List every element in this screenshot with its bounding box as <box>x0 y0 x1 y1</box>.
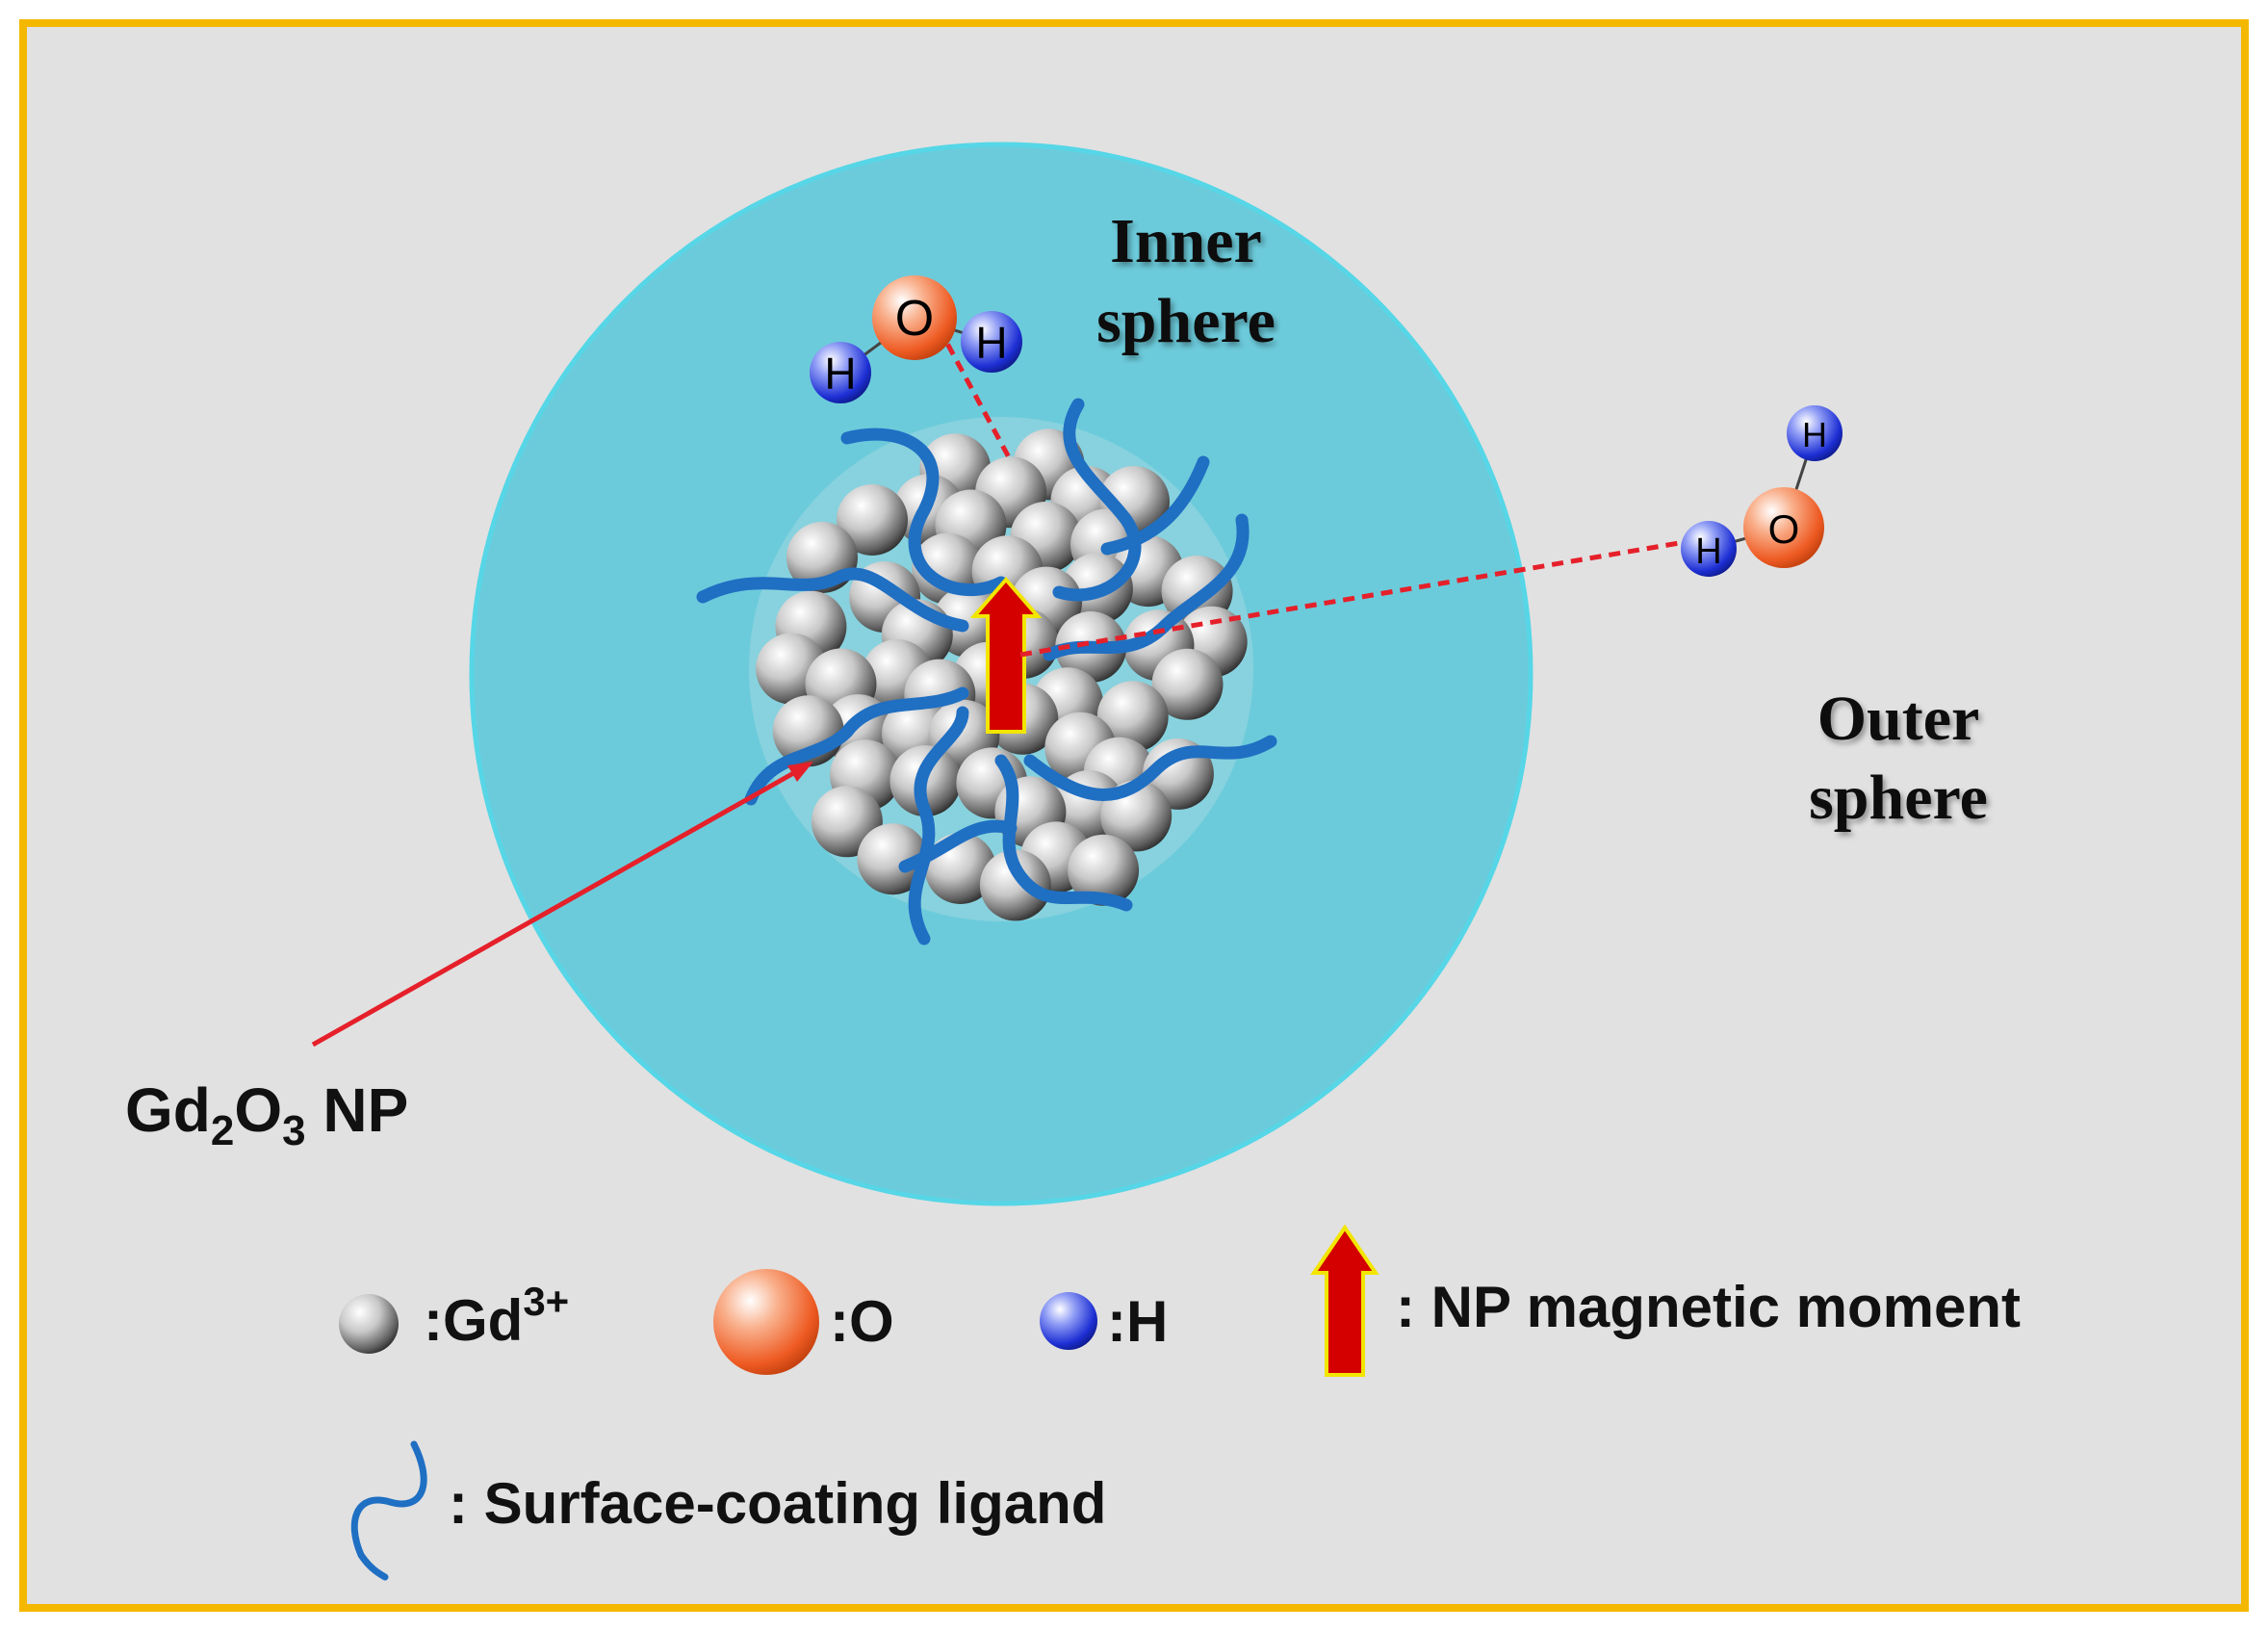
gd-atom <box>857 823 929 895</box>
surface-coating-ligands <box>696 398 1277 945</box>
outer-sphere-bond-line <box>1019 534 1714 658</box>
svg-text:sphere: sphere <box>1096 286 1276 356</box>
oxygen-symbol: O <box>895 291 934 347</box>
oxygen-atom <box>872 275 957 360</box>
legend-gd-label: :Gd3+ <box>424 1279 569 1353</box>
hydrogen-symbol: H <box>824 349 856 399</box>
nanoparticle-pointer-head <box>787 762 813 782</box>
np-magnetic-moment-arrow <box>969 576 1043 734</box>
hydrogen-atom <box>1681 521 1737 577</box>
legend-ligand-label: : Surface-coating ligand <box>449 1471 1106 1536</box>
gd-atom <box>1151 648 1224 720</box>
gd-atom <box>1068 834 1140 906</box>
outer-sphere-water-molecule: O H H <box>1681 405 1843 577</box>
legend-oxygen-swatch <box>713 1269 819 1375</box>
inner-sphere-bond-line <box>936 325 1012 459</box>
legend-hydrogen-label: :H <box>1107 1289 1168 1354</box>
nanoparticle-label: Gd2O3 NP <box>125 1075 408 1154</box>
legend-oxygen-label: :O <box>830 1289 894 1354</box>
hydrogen-symbol: H <box>1802 415 1827 454</box>
oxygen-symbol: O <box>1768 506 1800 552</box>
legend-moment-arrow <box>1310 1224 1379 1377</box>
inner-sphere-water-molecule: O H H <box>810 275 1022 403</box>
outer-sphere-label: Outer sphere <box>1809 684 1988 833</box>
legend-ligand-swatch <box>350 1440 427 1581</box>
svg-text:sphere: sphere <box>1809 763 1988 833</box>
gd-nanoparticle-cluster <box>756 428 1248 921</box>
hydrogen-atom <box>1787 405 1843 461</box>
svg-text:Outer: Outer <box>1817 684 1980 754</box>
legend-gd-swatch <box>339 1294 399 1354</box>
hydrogen-atom <box>810 342 871 403</box>
hydrogen-symbol: H <box>1695 531 1721 572</box>
gd-atom <box>837 484 908 556</box>
oxygen-atom <box>1743 487 1824 568</box>
gd-atom <box>979 849 1051 921</box>
legend: :Gd3+ :O :H : NP magnetic moment : Surfa… <box>339 1224 2021 1581</box>
gd-atom <box>1096 681 1169 753</box>
inner-sphere-label: Inner sphere <box>1096 206 1276 356</box>
legend-hydrogen-swatch <box>1040 1292 1097 1350</box>
svg-text:Inner: Inner <box>1110 206 1262 276</box>
legend-moment-label: : NP magnetic moment <box>1396 1275 2021 1339</box>
nanoparticle-pointer-line <box>311 764 806 1048</box>
hydrogen-atom <box>961 311 1022 373</box>
hydrogen-symbol: H <box>975 318 1007 368</box>
